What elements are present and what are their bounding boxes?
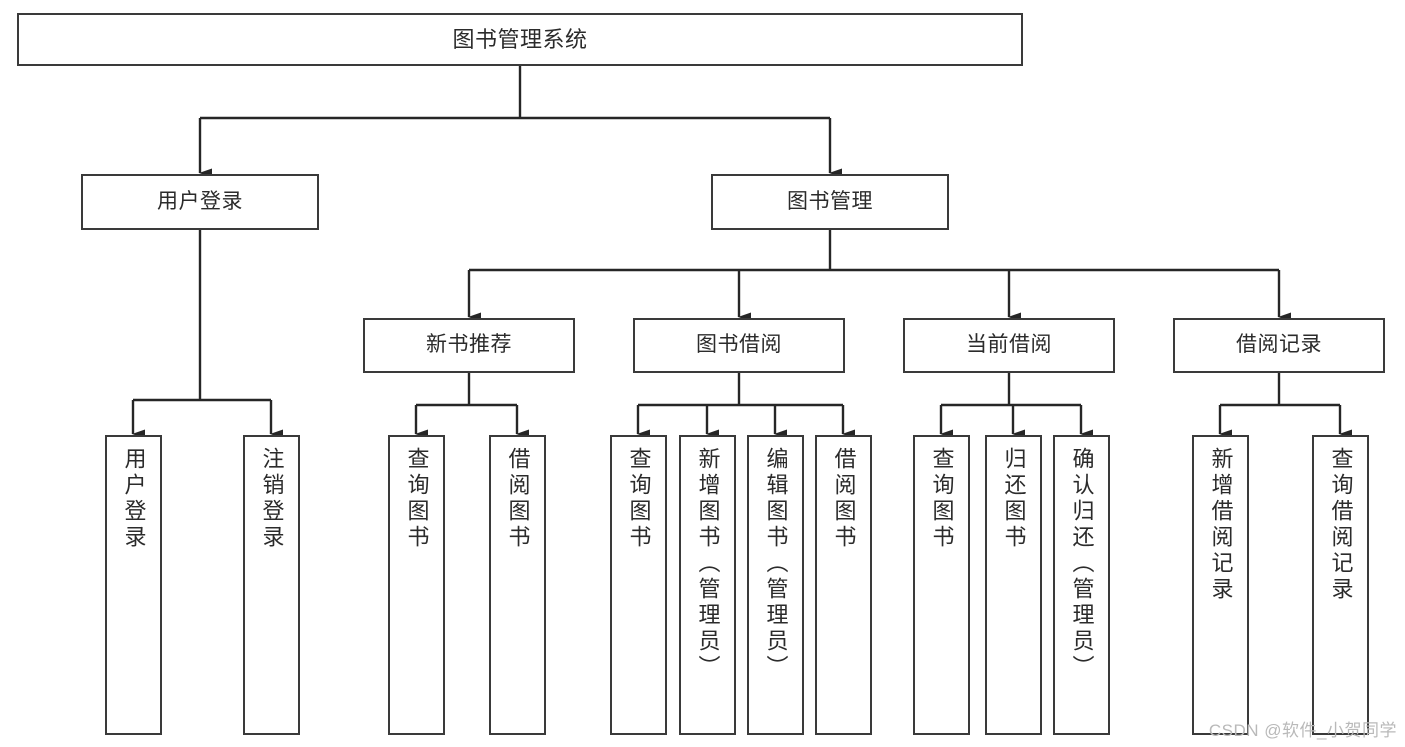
node-leaf-query-book-3[interactable]: 查询图书 [913,435,970,735]
node-label: 当前借阅 [966,333,1052,357]
node-leaf-add-record[interactable]: 新增借阅记录 [1192,435,1249,735]
node-leaf-borrow-book-1[interactable]: 借阅图书 [489,435,546,735]
node-label: 图书管理 [787,189,873,213]
node-new-book-recommend[interactable]: 新书推荐 [363,318,575,373]
node-label: 查询图书 [404,447,430,551]
node-leaf-query-record[interactable]: 查询借阅记录 [1312,435,1369,735]
node-book-borrow[interactable]: 图书借阅 [633,318,845,373]
node-current-borrow[interactable]: 当前借阅 [903,318,1115,373]
node-label: 图书借阅 [696,333,782,357]
node-label: 新书推荐 [426,333,512,357]
node-book-manage[interactable]: 图书管理 [711,174,949,230]
node-borrow-record[interactable]: 借阅记录 [1173,318,1385,373]
node-label: 新增图书（管理员） [695,447,721,681]
node-label: 新增借阅记录 [1208,447,1234,603]
node-label: 借阅图书 [831,447,857,551]
node-label: 用户登录 [157,189,243,213]
node-leaf-query-book-2[interactable]: 查询图书 [610,435,667,735]
node-user-login[interactable]: 用户登录 [81,174,319,230]
node-leaf-return-book[interactable]: 归还图书 [985,435,1042,735]
node-label: 图书管理系统 [452,26,588,52]
node-leaf-add-book[interactable]: 新增图书（管理员） [679,435,736,735]
node-label: 查询借阅记录 [1328,447,1354,603]
node-label: 注销登录 [259,447,285,551]
node-label: 编辑图书（管理员） [763,447,789,681]
node-label: 用户登录 [121,447,147,551]
node-label: 归还图书 [1001,447,1027,551]
node-leaf-query-book-1[interactable]: 查询图书 [388,435,445,735]
node-label: 借阅记录 [1236,333,1322,357]
node-leaf-borrow-book-2[interactable]: 借阅图书 [815,435,872,735]
node-label: 查询图书 [929,447,955,551]
node-label: 借阅图书 [505,447,531,551]
node-root[interactable]: 图书管理系统 [17,13,1023,66]
node-leaf-edit-book[interactable]: 编辑图书（管理员） [747,435,804,735]
node-leaf-confirm-return[interactable]: 确认归还（管理员） [1053,435,1110,735]
node-leaf-user-login[interactable]: 用户登录 [105,435,162,735]
node-label: 查询图书 [626,447,652,551]
node-label: 确认归还（管理员） [1069,447,1095,681]
node-leaf-logout[interactable]: 注销登录 [243,435,300,735]
